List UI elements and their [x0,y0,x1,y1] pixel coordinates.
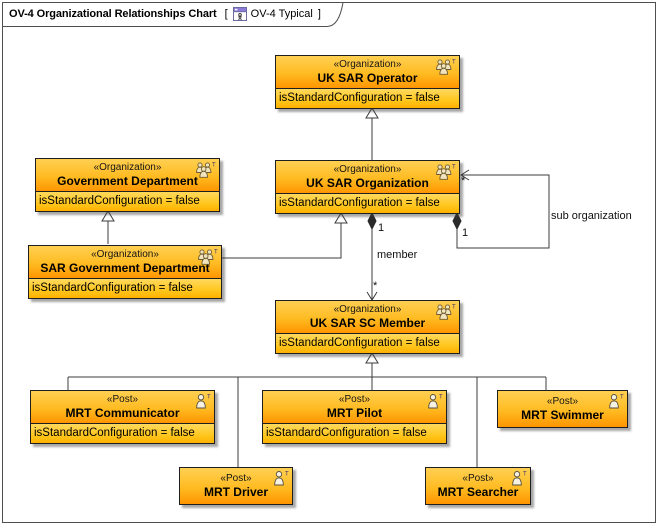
ov4-diagram-icon [232,7,247,21]
attribute-isstandardconfiguration: isStandardConfiguration = false [276,333,459,353]
stereotype-label: «Post» [462,473,494,484]
stereotype-label: «Organization» [93,162,162,173]
node-header: T «Organization» Government Department [36,159,219,191]
node-uk-sar-sc-member[interactable]: T «Organization» UK SAR SC Member isStan… [275,300,460,354]
member-source-multiplicity: 1 [378,222,385,234]
attribute-isstandardconfiguration: isStandardConfiguration = false [29,278,221,298]
post-icon: T [510,470,527,492]
stereotype-label: «Organization» [91,249,159,260]
stereotype-label: «Organization» [333,164,402,175]
organization-icon: T [196,248,218,270]
node-name: UK SAR SC Member [309,316,426,330]
stereotype-label: «Organization» [333,59,402,70]
node-name: MRT Communicator [65,406,180,420]
post-icon: T [194,393,211,415]
node-header: T «Organization» UK SAR Organization [276,161,459,193]
node-header: T «Organization» UK SAR SC Member [276,301,459,333]
node-name: SAR Government Department [40,261,210,275]
generalization-posts-to-uksarscmember[interactable] [67,352,547,467]
node-header: T «Post» MRT Communicator [31,391,214,423]
post-icon: T [272,470,289,492]
node-header: T «Organization» UK SAR Operator [276,56,459,88]
diagram-subtitle: OV-4 Typical [250,8,313,20]
svg-text:T: T [620,395,624,401]
stereotype-label: «Post» [220,473,252,484]
node-sar-government-department[interactable]: T «Organization» SAR Government Departme… [28,245,222,299]
generalization-uksarorg-to-uksaroperator[interactable] [365,107,379,160]
attribute-isstandardconfiguration: isStandardConfiguration = false [276,88,459,108]
svg-text:T: T [452,165,456,171]
svg-text:T: T [452,305,456,311]
attribute-isstandardconfiguration: isStandardConfiguration = false [31,423,214,443]
diagram-title: OV-4 Organizational Relationships Chart [9,8,217,20]
node-mrt-pilot[interactable]: T «Post» MRT Pilot isStandardConfigurati… [262,390,447,444]
organization-icon: T [434,58,456,80]
association-member[interactable] [366,211,378,301]
node-header: T «Post» MRT Swimmer [498,391,627,427]
organization-icon: T [434,163,456,185]
frame-tab-outline [2,2,344,27]
svg-text:T: T [452,60,456,66]
stereotype-label: «Post» [546,396,579,407]
svg-text:T: T [212,163,216,169]
node-uk-sar-operator[interactable]: T «Organization» UK SAR Operator isStand… [275,55,460,109]
node-name: UK SAR Operator [317,71,418,85]
stereotype-label: «Organization» [333,304,402,315]
svg-text:T: T [285,472,289,478]
member-target-multiplicity: * [373,280,378,292]
node-uk-sar-organization[interactable]: T «Organization» UK SAR Organization isS… [275,160,460,214]
bracket-open: [ [224,8,228,20]
stereotype-label: «Post» [106,394,139,405]
bracket-close: ] [317,8,321,20]
node-mrt-swimmer[interactable]: T «Post» MRT Swimmer [497,390,628,428]
post-icon: T [607,393,624,415]
node-mrt-searcher[interactable]: T «Post» MRT Searcher [425,467,531,505]
node-name: MRT Searcher [437,485,519,499]
diagram-frame-tab: OV-4 Organizational Relationships Chart … [9,6,324,22]
node-name: MRT Pilot [326,406,383,420]
stereotype-label: «Post» [338,394,371,405]
attribute-isstandardconfiguration: isStandardConfiguration = false [36,191,219,211]
node-mrt-driver[interactable]: T «Post» MRT Driver [179,467,293,505]
generalization-sargov-to-uksarorg[interactable] [222,212,348,259]
post-icon: T [426,393,443,415]
node-name: UK SAR Organization [306,176,429,190]
node-name: MRT Swimmer [521,408,604,422]
organization-icon: T [194,161,216,183]
sub-organization-source-multiplicity: 1 [462,227,469,239]
node-header: T «Post» MRT Driver [180,468,292,504]
node-government-department[interactable]: T «Organization» Government Department i… [35,158,220,212]
organization-icon: T [434,303,456,325]
association-sub-organization[interactable] [452,169,550,249]
generalization-sargov-to-govdept[interactable] [101,210,115,244]
svg-text:T: T [207,395,211,401]
svg-text:T: T [523,472,527,478]
node-name: MRT Driver [203,485,268,499]
node-header: T «Post» MRT Pilot [263,391,446,423]
attribute-isstandardconfiguration: isStandardConfiguration = false [263,423,446,443]
svg-text:T: T [439,395,443,401]
node-name: Government Department [57,174,198,188]
attribute-isstandardconfiguration: isStandardConfiguration = false [276,193,459,213]
node-mrt-communicator[interactable]: T «Post» MRT Communicator isStandardConf… [30,390,215,444]
node-header: T «Organization» SAR Government Departme… [29,246,221,278]
sub-organization-target-multiplicity: * [461,175,466,187]
svg-text:T: T [214,250,218,256]
member-role-label: member [377,249,418,261]
node-header: T «Post» MRT Searcher [426,468,530,504]
sub-organization-role-label: sub organization [551,210,632,222]
